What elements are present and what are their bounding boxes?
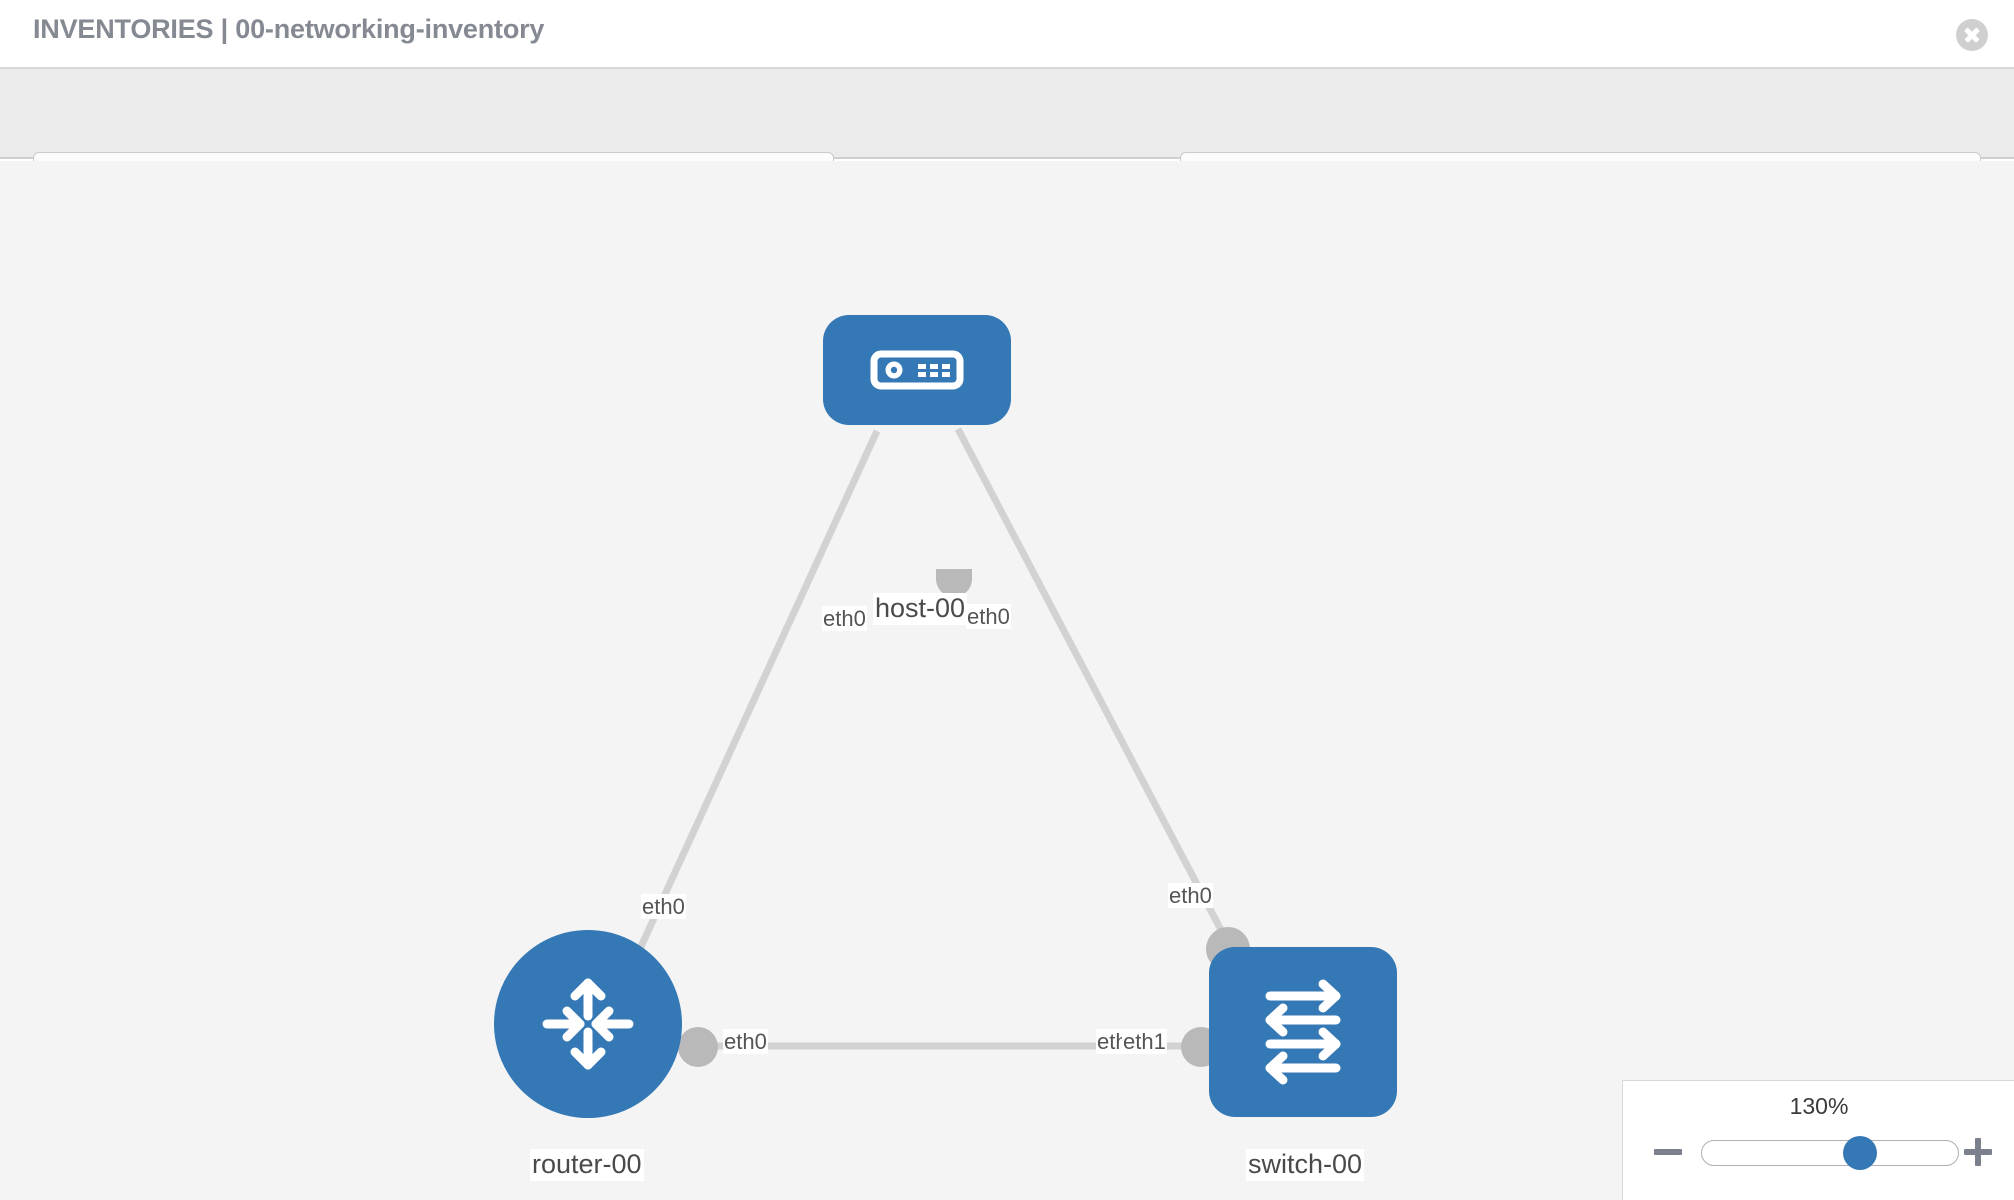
edge-label-host-router-source: eth0 [822, 606, 867, 632]
link-host-switch [954, 427, 1236, 953]
node-host-00-label: host-00 [873, 593, 968, 625]
zoom-control-panel: 130% [1622, 1080, 2014, 1200]
toolbar: ACTIONS [0, 69, 2014, 206]
port-knob-router-right[interactable] [678, 1027, 718, 1067]
node-router-00-shape[interactable] [494, 930, 682, 1118]
node-switch-00-label: switch-00 [1246, 1149, 1365, 1181]
zoom-slider-track[interactable] [1701, 1136, 1959, 1170]
close-icon[interactable] [1956, 19, 1988, 51]
link-host-router [635, 429, 881, 953]
edge-label-host-router-target: eth0 [641, 894, 686, 920]
node-switch-00-shape[interactable] [1209, 947, 1397, 1117]
zoom-out-button[interactable] [1651, 1135, 1685, 1169]
edge-label-router-switch-source: eth0 [723, 1029, 768, 1055]
page-title: INVENTORIES | 00-networking-inventory [33, 14, 545, 44]
switch-arrows-icon [1265, 979, 1341, 1085]
topology-canvas[interactable]: host-00 [0, 161, 2014, 1200]
node-switch-00[interactable] [1209, 947, 1397, 1117]
node-router-00[interactable] [494, 930, 682, 1118]
edge-label-host-switch-source: eth0 [966, 604, 1011, 630]
router-arrows-icon [542, 978, 634, 1070]
edge-label-host-switch-target: eth0 [1168, 883, 1213, 909]
port-knob-host-right[interactable] [936, 569, 972, 597]
edge-label-router-switch-target: eth1 [1122, 1029, 1167, 1055]
zoom-slider-thumb[interactable] [1843, 1136, 1877, 1170]
page-header: INVENTORIES | 00-networking-inventory [0, 0, 2014, 69]
node-host-00[interactable] [823, 315, 1011, 425]
zoom-in-button[interactable] [1961, 1135, 1995, 1169]
server-appliance-icon [870, 350, 964, 390]
zoom-level-value: 130% [1789, 1093, 1849, 1119]
node-router-00-label: router-00 [530, 1149, 644, 1181]
zoom-slider-row [1623, 1131, 2014, 1177]
node-host-00-shape[interactable] [823, 315, 1011, 425]
